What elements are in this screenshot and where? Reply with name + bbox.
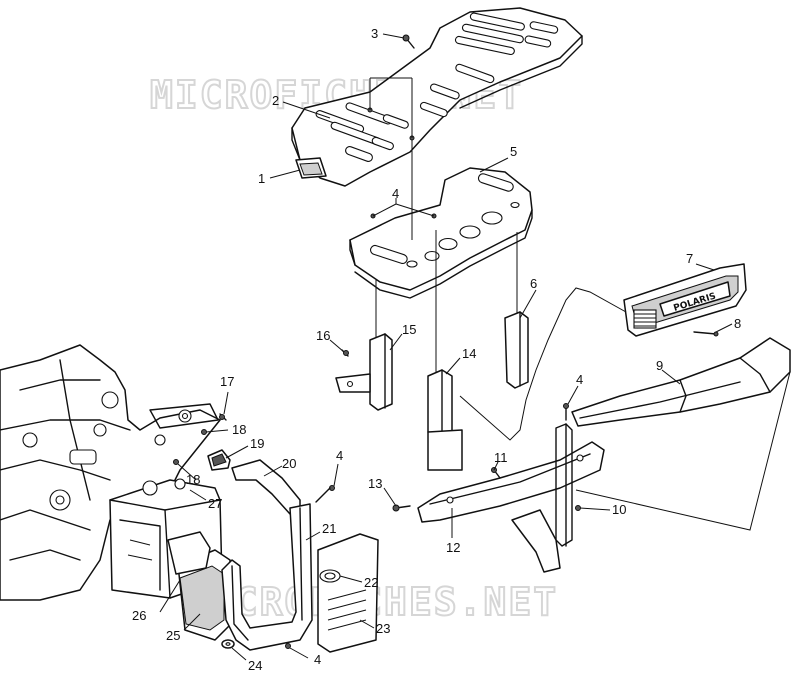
lower-shield-25 [177,549,231,641]
callout-4-plate: 4 [392,186,399,201]
callout-11: 11 [494,450,508,465]
callout-2: 2 [272,93,279,108]
callout-12: 12 [446,540,460,555]
callout-22: 22 [364,575,378,590]
side-tube-guard-21 [221,503,313,651]
bolt-4c [315,485,335,503]
callout-15: 15 [402,322,416,337]
bracket-6 [504,311,529,389]
callout-4-guard: 4 [336,448,343,463]
callout-18-lower: 18 [186,472,200,487]
callout-24: 24 [248,658,262,673]
grille-routing-line [459,287,627,441]
callout-19: 19 [250,436,264,451]
callout-labels: 1 2 3 4 5 6 7 8 9 4 10 11 12 13 14 15 16… [132,26,741,673]
callout-21: 21 [322,521,336,536]
bracket-19 [207,449,231,471]
lower-shield-26 [167,531,211,575]
screw-8 [693,331,719,337]
callout-4-bumper: 4 [576,372,583,387]
bracket-15 [335,333,393,411]
mud-flap-texture [327,589,367,631]
rack-fasteners [367,77,415,141]
callout-3: 3 [371,26,378,41]
bumper-routing-line [575,371,791,531]
callout-17: 17 [220,374,234,389]
mud-flap-23 [317,533,379,653]
callout-26: 26 [132,608,146,623]
front-rack [291,7,583,187]
callout-20: 20 [282,456,296,471]
bolt-3 [402,34,415,49]
bolt-4d [285,643,291,649]
callout-14: 14 [462,346,476,361]
callout-16: 16 [316,328,330,343]
callout-6: 6 [530,276,537,291]
callout-7: 7 [686,251,693,266]
callout-1: 1 [258,171,265,186]
mounting-plate [349,167,533,299]
frame-fasteners [392,467,581,512]
callout-13: 13 [368,476,382,491]
rack-clip [295,157,327,179]
clip-22 [319,569,341,583]
callout-8: 8 [734,316,741,331]
leader-lines [159,33,733,661]
fasteners-18 [173,413,227,465]
callout-9: 9 [656,358,663,373]
front-bumper [571,337,791,427]
alignment-lines [375,140,518,375]
polaris-grille: POLARIS [623,263,747,337]
washer-24 [221,639,235,649]
callout-23: 23 [376,621,390,636]
bracket-14 [427,369,463,471]
grille-vent [633,309,657,329]
plate-fasteners [370,203,437,219]
callout-27: 27 [208,496,222,511]
callout-25: 25 [166,628,180,643]
callout-5: 5 [510,144,517,159]
screw-4b [563,403,569,421]
callout-4-bottom: 4 [314,652,321,667]
vehicle-chassis [0,344,221,601]
rack-slots [315,12,559,162]
callout-10: 10 [612,502,626,517]
callout-18-upper: 18 [232,422,246,437]
frame-bracket-lower [511,509,561,573]
